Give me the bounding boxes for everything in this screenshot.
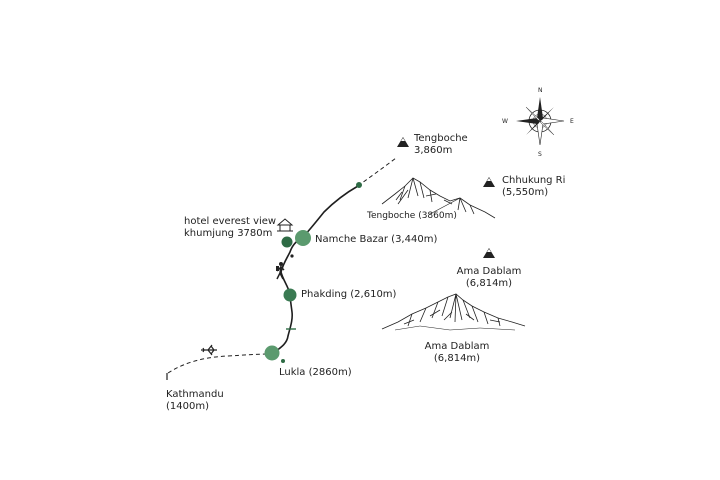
label-ama-dablam: Ama Dablam (6,814m): [425, 341, 490, 365]
compass-w: W: [502, 118, 508, 125]
waypoint-lukla-small: [281, 359, 285, 363]
airplane-icon: [201, 344, 217, 356]
peak-triangle-icon-chhukung: [483, 177, 495, 187]
label-phakding: Phakding (2,610m): [301, 289, 397, 300]
hotel-hut-icon: [276, 218, 294, 232]
waypoint-hotel[interactable]: [281, 236, 293, 248]
trek-route-extension: [357, 157, 397, 187]
compass-n: N: [538, 87, 543, 94]
waypoint-route-dot: [290, 254, 294, 258]
compass-rose-icon: N S E W: [502, 87, 574, 158]
kathmandu-alt: (1400m): [166, 401, 209, 412]
trek-route: [271, 185, 359, 355]
hiker-icon: [276, 262, 285, 280]
chhukung-name: Chhukung Ri: [502, 175, 566, 186]
waypoint-phakding[interactable]: [283, 288, 297, 302]
flight-path: [167, 353, 271, 374]
ama-dablam-icon-alt: (6,814m): [465, 278, 513, 289]
mountain-range-icon-upper: [381, 177, 496, 219]
label-hotel: hotel everest view khumjung 3780m: [184, 216, 277, 240]
hotel-line2: khumjung 3780m: [184, 228, 273, 239]
label-tengboche-peak: Tengboche 3,860m: [414, 133, 468, 157]
ama-dablam-icon-name: Ama Dablam: [456, 266, 522, 277]
label-ama-dablam-icon: Ama Dablam (6,814m): [457, 266, 522, 290]
chhukung-alt: (5,550m): [502, 187, 549, 198]
label-namche: Namche Bazar (3,440m): [315, 234, 438, 245]
mountain-range-icon-lower: [381, 293, 526, 331]
label-lukla: Lukla (2860m): [279, 367, 352, 378]
compass-e: E: [570, 118, 574, 125]
compass-s: S: [538, 151, 542, 158]
kathmandu-name: Kathmandu: [166, 389, 224, 400]
waypoint-tengboche[interactable]: [356, 182, 362, 188]
tengboche-peak-name: Tengboche: [414, 133, 468, 144]
ama-dablam-alt: (6,814m): [433, 353, 481, 364]
label-tengboche-town: Tengboche (3860m): [367, 211, 457, 221]
label-chhukung: Chhukung Ri (5,550m): [502, 175, 565, 199]
label-kathmandu: Kathmandu (1400m): [166, 389, 224, 413]
waypoint-lukla[interactable]: [264, 345, 280, 361]
hotel-line1: hotel everest view: [184, 216, 277, 227]
peak-triangle-icon-ama-dablam: [483, 248, 495, 258]
ama-dablam-name: Ama Dablam: [424, 341, 490, 352]
peak-triangle-icon-tengboche: [397, 137, 409, 147]
waypoint-namche[interactable]: [295, 230, 311, 246]
tengboche-peak-alt: 3,860m: [414, 145, 453, 156]
